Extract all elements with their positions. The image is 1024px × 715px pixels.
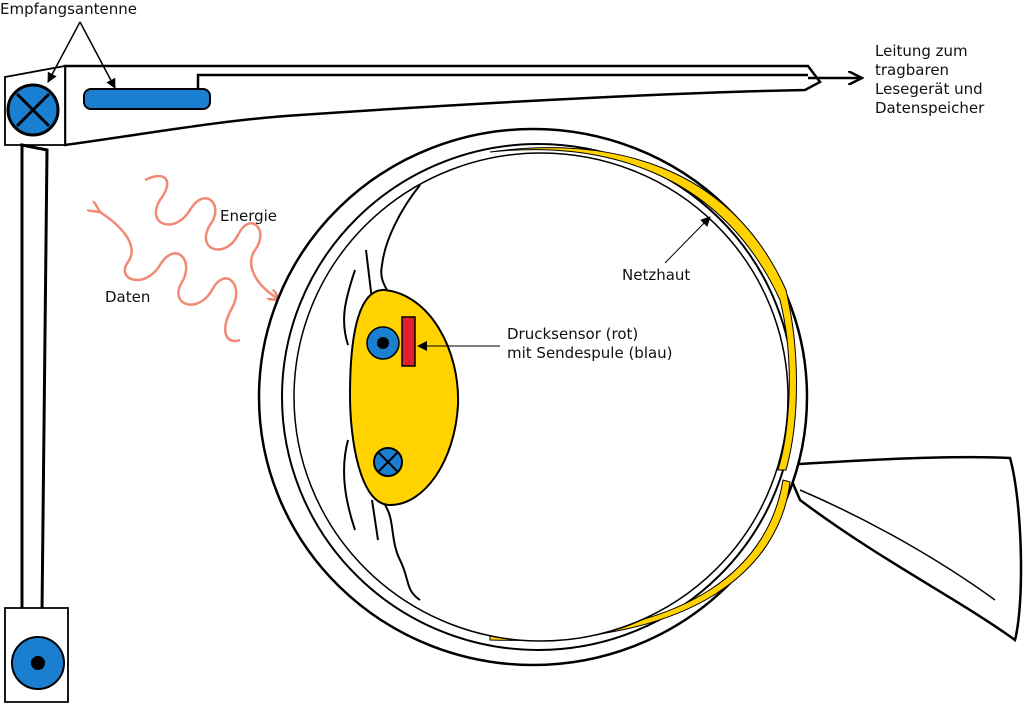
antenna-pointer — [79, 21, 116, 89]
antenna-label: Empfangsantenne — [0, 0, 137, 18]
cable-label-line: tragbaren — [875, 61, 950, 79]
energy-label: Energie — [220, 207, 278, 225]
pressure-sensor — [401, 316, 416, 367]
optic-nerve — [783, 455, 1023, 643]
sensor-label: Drucksensor (rot) mit Sendespule (blau) — [507, 325, 673, 363]
retina-label: Netzhaut — [622, 266, 691, 284]
retina-pointer — [664, 216, 711, 264]
data-wave — [100, 212, 241, 343]
iris-structure — [343, 184, 421, 601]
energy-wave — [144, 174, 280, 300]
receiving-coil-icon — [6, 83, 60, 137]
cable-label-line: Leitung zum — [875, 42, 968, 60]
data-label: Daten — [105, 288, 151, 306]
sensor-label-line: mit Sendespule (blau) — [507, 344, 673, 362]
cable-label: Leitung zum tragbaren Lesegerät und Date… — [875, 42, 984, 118]
lens-coil-icon — [373, 447, 403, 477]
receiving-antenna-bar — [83, 88, 211, 110]
cable-label-line: Datenspeicher — [875, 99, 985, 117]
sensor-label-line: Drucksensor (rot) — [507, 325, 639, 343]
retina — [489, 147, 797, 471]
cable-label-line: Lesegerät und — [875, 80, 983, 98]
bottom-coil-icon — [11, 636, 65, 690]
antenna-pointer — [47, 21, 81, 83]
transmit-coil-icon — [366, 326, 400, 360]
